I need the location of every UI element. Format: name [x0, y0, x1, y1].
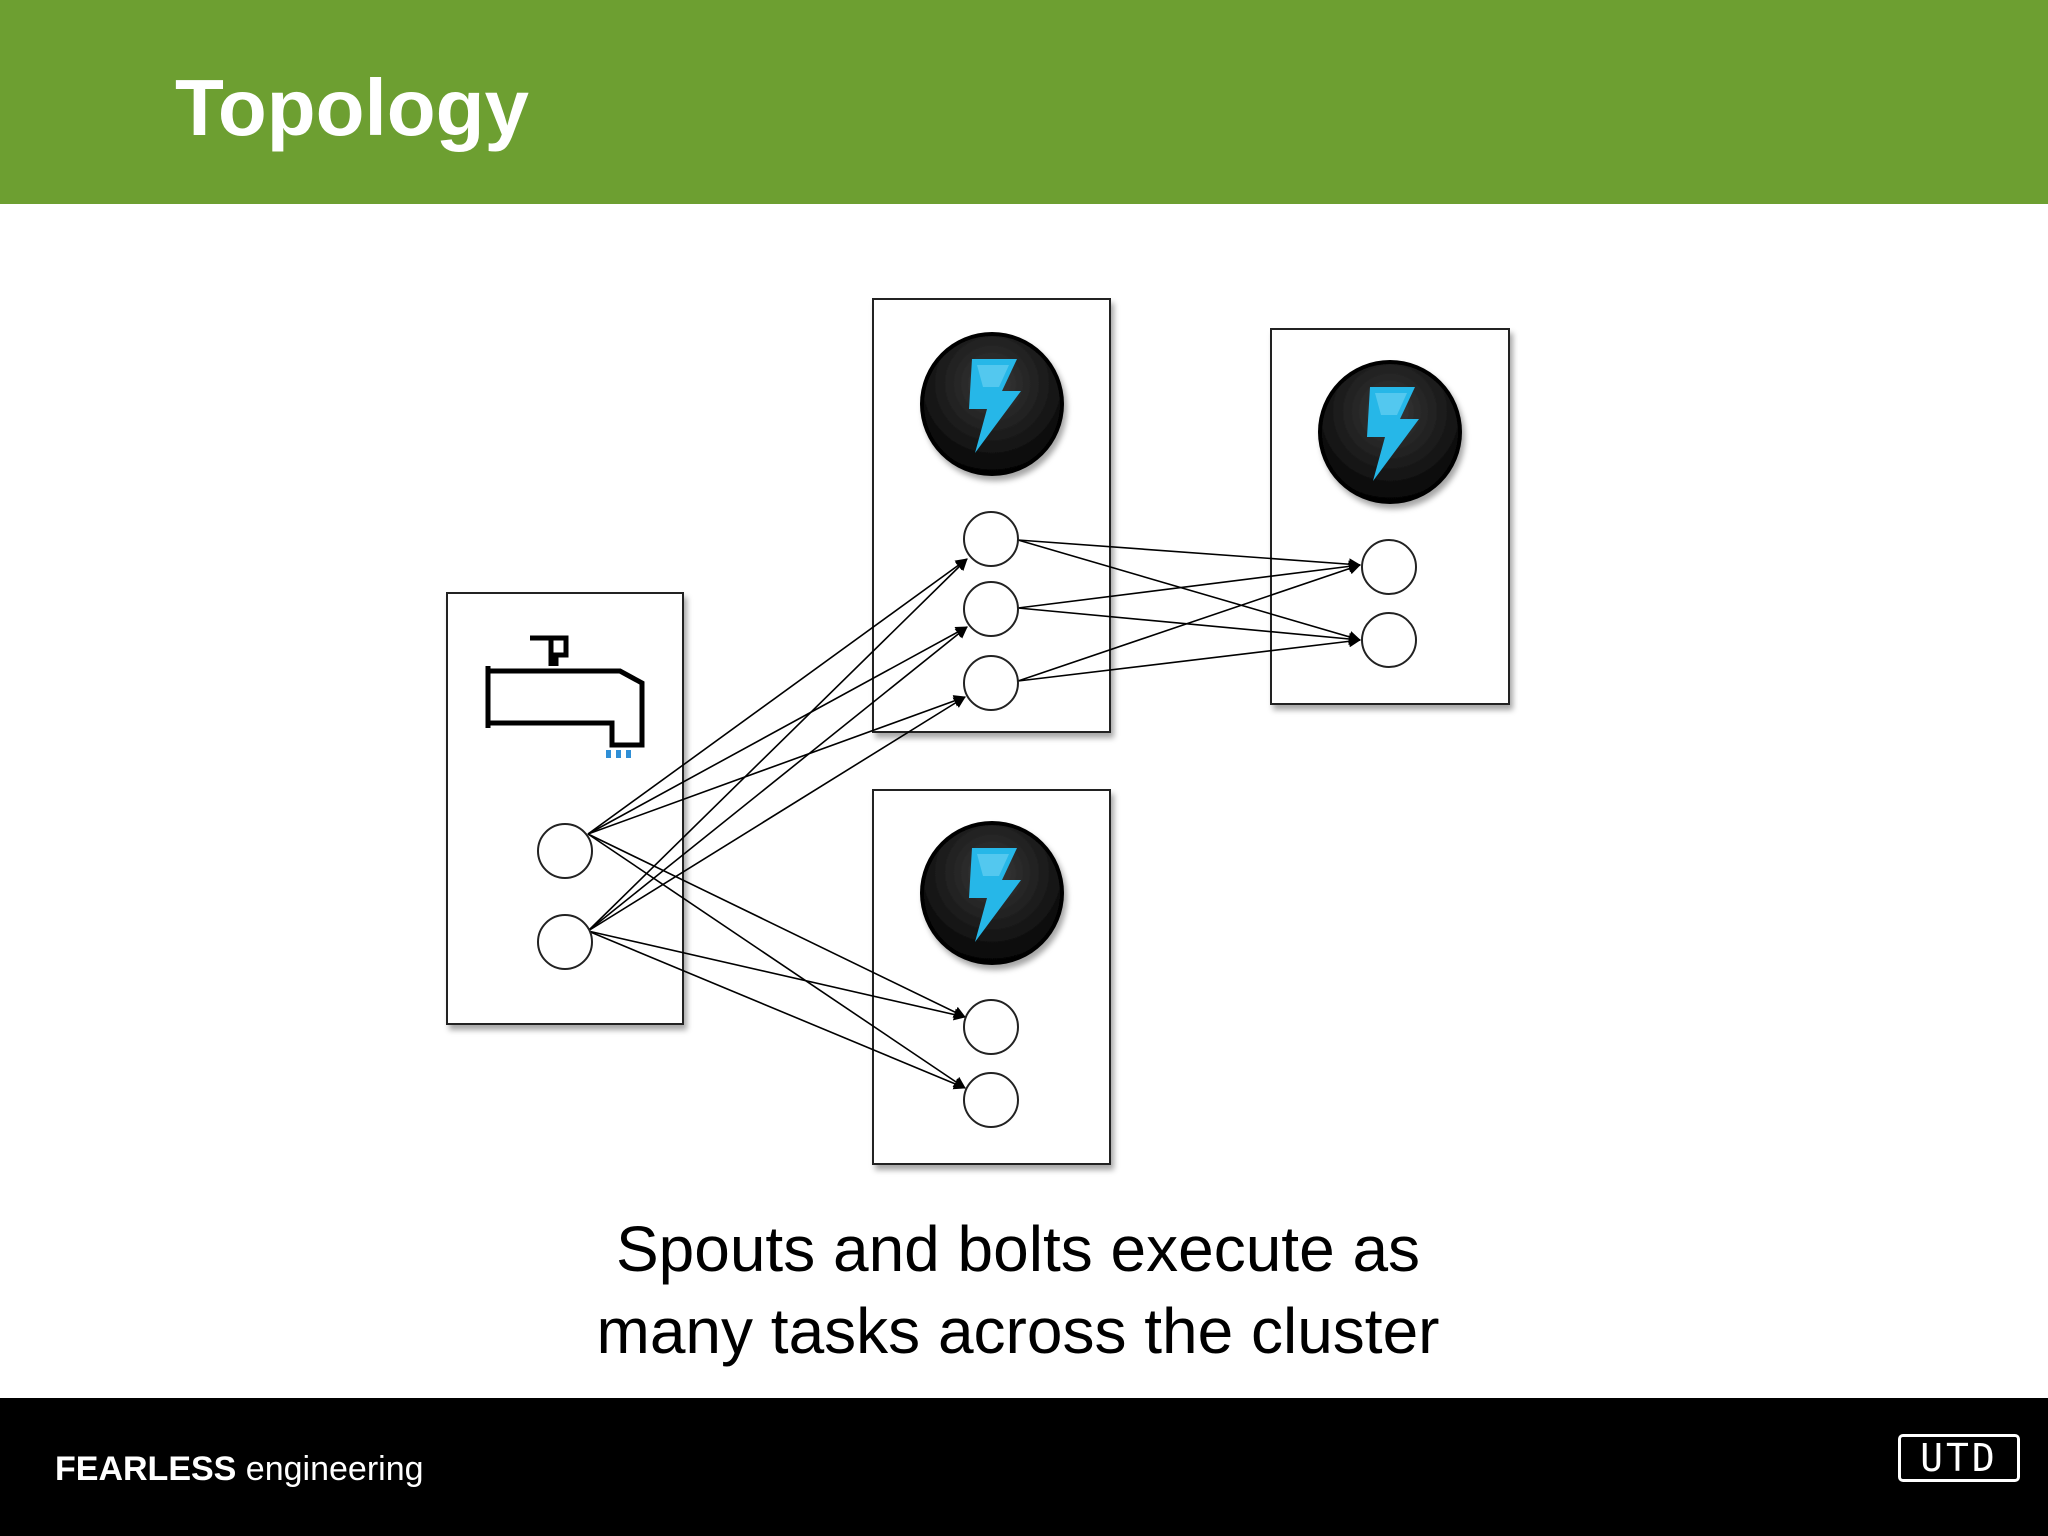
bolt-a-task	[963, 581, 1019, 637]
brand-strong: FEARLESS	[55, 1450, 237, 1488]
bolt-b-task	[1361, 539, 1417, 595]
slide-title: Topology	[175, 63, 529, 152]
lightning-icon	[920, 821, 1064, 965]
bolt-c-task	[963, 999, 1019, 1055]
bolt-c-task	[963, 1072, 1019, 1128]
lightning-icon	[920, 332, 1064, 476]
faucet-drip-icon	[606, 750, 631, 758]
utd-logo: UTD	[1898, 1434, 2020, 1482]
bolt-b-task	[1361, 612, 1417, 668]
caption-line-2: many tasks across the cluster	[596, 1295, 1440, 1367]
utd-logo-text: UTD	[1920, 1436, 1998, 1480]
spout-task	[537, 823, 593, 879]
footer-bar: FEARLESS engineering UTD	[0, 1398, 2048, 1536]
spout-task	[537, 914, 593, 970]
brand-rest: engineering	[236, 1450, 424, 1488]
lightning-icon	[1318, 360, 1462, 504]
slide-caption: Spouts and bolts execute as many tasks a…	[0, 1208, 2036, 1372]
bolt-a-task	[963, 655, 1019, 711]
header-bar: Topology	[0, 0, 2048, 204]
bolt-a-task	[963, 511, 1019, 567]
stream-edges	[587, 539, 1361, 1090]
caption-line-1: Spouts and bolts execute as	[615, 1213, 1421, 1285]
footer-brand: FEARLESS engineering	[55, 1450, 424, 1489]
topology-diagram	[446, 298, 1510, 1165]
faucet-icon	[485, 635, 645, 748]
